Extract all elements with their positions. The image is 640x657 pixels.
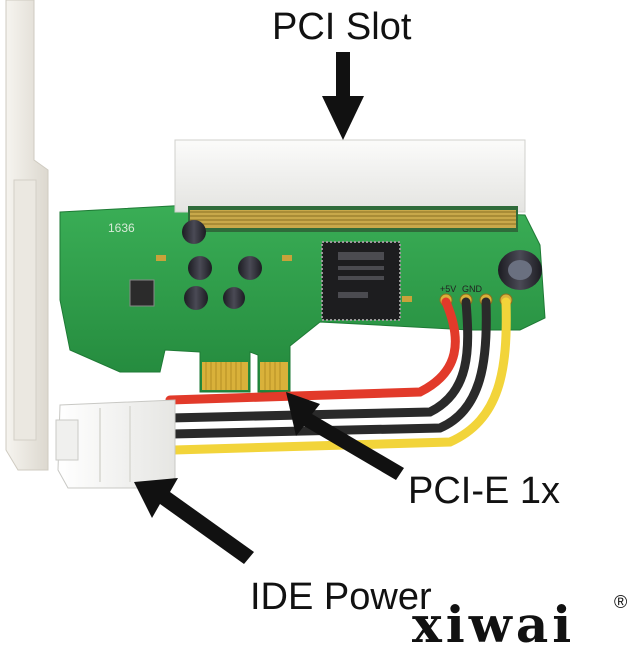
- mounting-bracket: [6, 0, 48, 470]
- voltage-regulator: [130, 280, 154, 306]
- registered-mark: ®: [614, 592, 627, 613]
- arrow-pci-slot: [322, 52, 364, 140]
- pin-label-5v: +5V: [440, 284, 456, 294]
- label-pcie-1x: PCI-E 1x: [408, 472, 560, 510]
- pin-label-gnd: GND: [462, 284, 483, 294]
- pcb-silkscreen-code: 1636: [108, 221, 135, 235]
- pci-slot-pins: [190, 210, 516, 228]
- smd-resistor: [402, 296, 412, 302]
- label-pci-slot: PCI Slot: [272, 8, 411, 46]
- arrow-ide-power: [134, 478, 254, 564]
- label-ide-power: IDE Power: [250, 578, 432, 616]
- bridge-chip: [322, 242, 400, 320]
- brand-logo: xiwai: [412, 600, 575, 650]
- smd-resistor: [156, 255, 166, 261]
- ide-power-connector: [56, 400, 175, 488]
- pcie-gold-fingers: [202, 362, 288, 390]
- arrow-pcie: [286, 392, 404, 480]
- pci-slot-connector: [175, 140, 525, 232]
- smd-resistor: [282, 255, 292, 261]
